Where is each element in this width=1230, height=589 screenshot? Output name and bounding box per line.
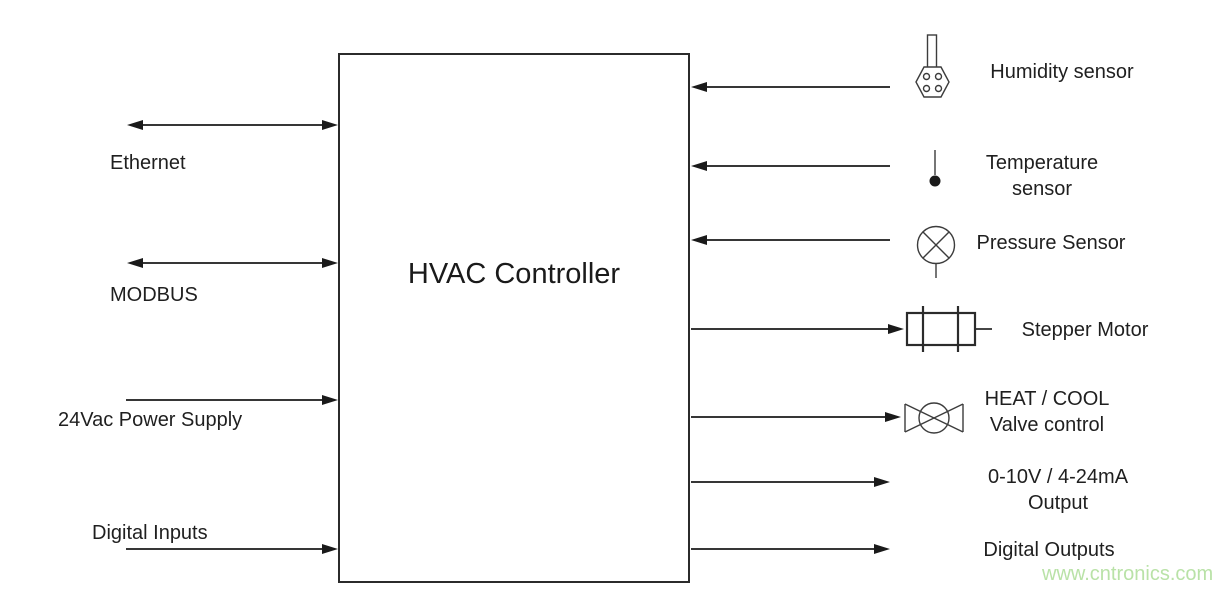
label-power-supply: 24Vac Power Supply: [58, 409, 243, 431]
label-temperature-sensor-line2: sensor: [1011, 178, 1073, 200]
analog-output-arrow: [691, 477, 890, 487]
ethernet-arrow: [127, 120, 338, 130]
hvac-controller-box: HVAC Controller: [338, 53, 690, 583]
humidity-sensor-icon: [915, 34, 950, 98]
pressure-sensor-arrow: [691, 235, 890, 245]
power-supply-arrow: [126, 395, 338, 405]
label-digital-inputs: Digital Inputs: [92, 522, 208, 544]
label-analog-output-line1: 0-10V / 4-24mA: [987, 466, 1129, 488]
modbus-arrow: [127, 258, 338, 268]
pressure-sensor-icon: [916, 225, 956, 278]
stepper-motor-arrow: [691, 324, 904, 334]
stepper-motor-icon: [905, 306, 992, 352]
label-digital-outputs: Digital Outputs: [983, 539, 1115, 561]
label-modbus: MODBUS: [110, 284, 198, 306]
label-analog-output-line2: Output: [1027, 492, 1089, 514]
temperature-sensor-arrow: [691, 161, 890, 171]
label-valve-control-line2: Valve control: [989, 414, 1105, 436]
label-analog-output: 0-10V / 4-24mA Output: [988, 464, 1128, 516]
label-stepper-motor: Stepper Motor: [1021, 319, 1149, 341]
label-temperature-sensor: Temperature sensor: [986, 150, 1098, 202]
label-pressure-sensor: Pressure Sensor: [976, 232, 1126, 254]
label-humidity-sensor: Humidity sensor: [990, 61, 1134, 83]
humidity-sensor-arrow: [691, 82, 890, 92]
temperature-sensor-icon: [929, 150, 941, 187]
label-ethernet: Ethernet: [110, 152, 186, 174]
valve-icon: [904, 402, 964, 434]
digital-inputs-arrow: [126, 544, 338, 554]
controller-title: HVAC Controller: [407, 258, 621, 290]
label-valve-control-line1: HEAT / COOL: [984, 388, 1110, 410]
label-valve-control: HEAT / COOL Valve control: [985, 386, 1110, 438]
label-temperature-sensor-line1: Temperature: [985, 152, 1099, 174]
watermark: www.cntronics.com: [1042, 563, 1214, 585]
digital-outputs-arrow: [691, 544, 890, 554]
valve-control-arrow: [691, 412, 901, 422]
